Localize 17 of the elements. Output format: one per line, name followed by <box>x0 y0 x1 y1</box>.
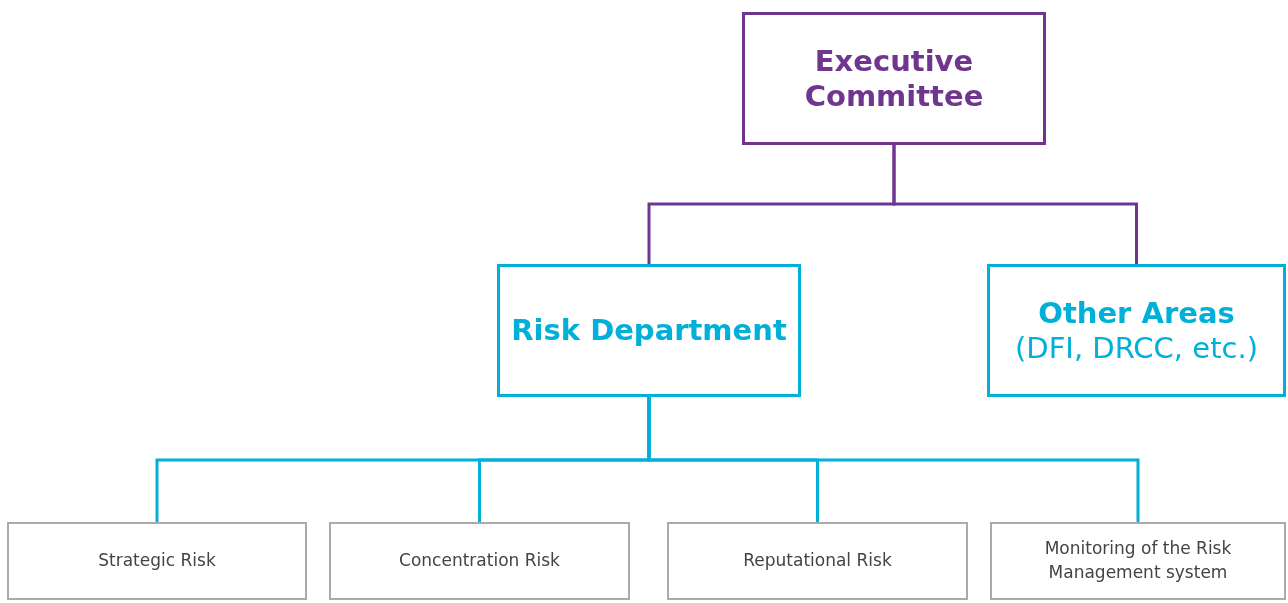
connector-line <box>892 145 1138 264</box>
unit-box <box>329 522 630 600</box>
unit-box <box>990 522 1286 600</box>
box-subtitle: (DFI, DRCC, etc.) <box>1015 330 1258 366</box>
unit-box <box>667 522 968 600</box>
box-title: Concentration Risk <box>399 549 560 573</box>
department-box <box>987 264 1286 397</box>
box-title: Risk Department <box>511 313 787 348</box>
box-title: Monitoring of the Risk Management system <box>1043 537 1233 584</box>
box-title: Reputational Risk <box>743 549 892 573</box>
department-box <box>497 264 801 397</box>
box-title: Executive Committee <box>803 43 985 114</box>
committee-box <box>742 12 1046 145</box>
box-title: Strategic Risk <box>98 549 216 573</box>
connector-line <box>647 397 1140 522</box>
unit-box <box>7 522 307 600</box>
box-title: Other Areas <box>1038 295 1235 331</box>
